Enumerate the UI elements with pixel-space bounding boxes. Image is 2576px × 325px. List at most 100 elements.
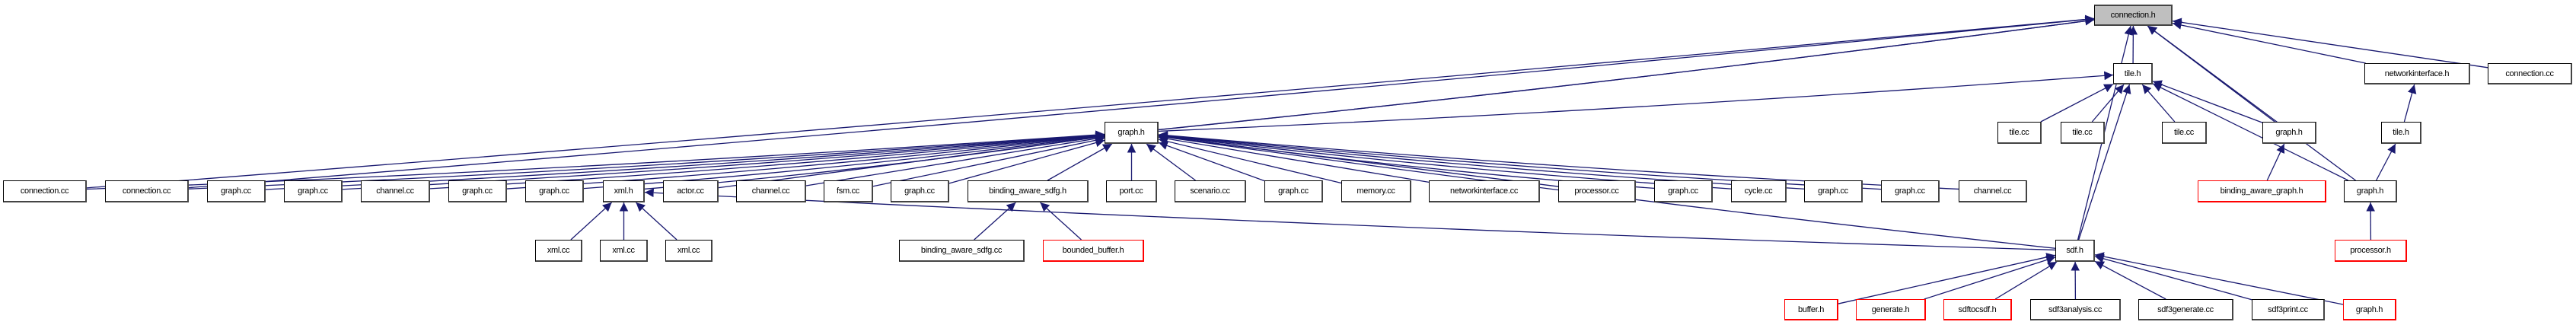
node-channel-cc1[interactable]: channel.cc bbox=[361, 180, 430, 202]
edge-sdf3print-cc-to-sdf-h bbox=[2094, 254, 2252, 301]
edge-graph-cc4-to-graph-h-main bbox=[583, 132, 1105, 190]
node-tile-h[interactable]: tile.h bbox=[2113, 63, 2153, 84]
node-label: bounded_buffer.h bbox=[1062, 246, 1124, 255]
node-graph-cc1[interactable]: graph.cc bbox=[207, 180, 266, 202]
edge-xml-cc3-to-xml-h bbox=[635, 202, 677, 241]
node-xml-h[interactable]: xml.h bbox=[603, 180, 645, 202]
node-root[interactable]: connection.h bbox=[2094, 5, 2173, 26]
node-tile-h2[interactable]: tile.h bbox=[2381, 122, 2421, 144]
node-scenario-cc[interactable]: scenario.cc bbox=[1175, 180, 1246, 202]
node-generate-h[interactable]: generate.h bbox=[1856, 299, 1926, 320]
node-label: sdf3generate.cc bbox=[2157, 304, 2214, 314]
node-memory-cc[interactable]: memory.cc bbox=[1341, 180, 1411, 202]
node-label: graph.cc bbox=[462, 186, 493, 196]
edge-tile-cc1-to-tile-h bbox=[2040, 83, 2114, 123]
node-label: xml.cc bbox=[677, 246, 700, 255]
node-bb-h[interactable]: bounded_buffer.h bbox=[1043, 240, 1144, 262]
node-conn-cc2[interactable]: connection.cc bbox=[105, 180, 189, 202]
node-graph-h-r4[interactable]: graph.h bbox=[2344, 180, 2397, 202]
node-graph-cc6[interactable]: graph.cc bbox=[1264, 180, 1323, 202]
edge-bb-h-to-bas-h bbox=[1040, 202, 1082, 241]
edge-graph-h-r4-to-tile-h bbox=[2152, 83, 2349, 181]
node-label: xml.cc bbox=[547, 246, 570, 255]
node-label: processor.h bbox=[2350, 246, 2391, 255]
node-sdftocsdf-h[interactable]: sdftocsdf.h bbox=[1943, 299, 2012, 320]
node-graph-cc9[interactable]: graph.cc bbox=[1881, 180, 1940, 202]
edge-graph-h-r3-to-tile-h bbox=[2152, 80, 2263, 123]
node-label: scenario.cc bbox=[1190, 186, 1230, 196]
edge-bag-h-to-graph-h-r3 bbox=[2266, 143, 2285, 181]
node-label: connection.cc bbox=[122, 186, 171, 196]
node-label: connection.h bbox=[2110, 11, 2156, 20]
node-label: port.cc bbox=[1119, 186, 1143, 196]
edge-sdf3generate-cc-to-sdf-h bbox=[2094, 260, 2166, 300]
edge-tile-cc3-to-tile-h bbox=[2141, 84, 2176, 123]
edge-channel-cc2-to-graph-h-main bbox=[805, 134, 1105, 186]
node-channel-cc2[interactable]: channel.cc bbox=[736, 180, 806, 202]
node-label: fsm.cc bbox=[837, 186, 859, 196]
node-port-cc[interactable]: port.cc bbox=[1106, 180, 1157, 202]
node-cycle-cc[interactable]: cycle.cc bbox=[1731, 180, 1787, 202]
node-graph-cc3[interactable]: graph.cc bbox=[448, 180, 507, 202]
edge-sdf-h-to-tile-h bbox=[2078, 84, 2131, 241]
node-tile-cc1[interactable]: tile.cc bbox=[1997, 122, 2042, 144]
edge-graph-cc5-to-graph-h-main bbox=[948, 138, 1105, 184]
node-label: tile.cc bbox=[2173, 128, 2195, 137]
node-ni-cc[interactable]: networkinterface.cc bbox=[1429, 180, 1540, 202]
node-bas-cc[interactable]: binding_aware_sdfg.cc bbox=[899, 240, 1025, 262]
node-xml-cc1[interactable]: xml.cc bbox=[535, 240, 582, 262]
edge-conn-cc-r-to-root bbox=[2172, 18, 2488, 69]
node-channel-cc3[interactable]: channel.cc bbox=[1959, 180, 2027, 202]
node-label: graph.h bbox=[2355, 304, 2383, 314]
node-buffer-h[interactable]: buffer.h bbox=[1784, 299, 1838, 320]
node-label: tile.h bbox=[2124, 69, 2141, 78]
node-graph-cc2[interactable]: graph.cc bbox=[284, 180, 343, 202]
node-label: binding_aware_sdfg.h bbox=[989, 186, 1066, 196]
node-label: sdftocsdf.h bbox=[1958, 304, 1997, 314]
node-ni-h[interactable]: networkinterface.h bbox=[2364, 63, 2470, 84]
node-bas-h[interactable]: binding_aware_sdfg.h bbox=[968, 180, 1089, 202]
node-label: sdf3print.cc bbox=[2268, 304, 2308, 314]
edge-buffer-h-to-sdf-h bbox=[1838, 253, 2056, 304]
node-processor-h[interactable]: processor.h bbox=[2335, 240, 2407, 262]
node-label: graph.cc bbox=[904, 186, 935, 196]
node-label: tile.h bbox=[2393, 128, 2409, 137]
node-graph-cc5[interactable]: graph.cc bbox=[891, 180, 949, 202]
node-label: channel.cc bbox=[376, 186, 414, 196]
node-fsm-cc[interactable]: fsm.cc bbox=[824, 180, 873, 202]
node-sdf3generate-cc[interactable]: sdf3generate.cc bbox=[2138, 299, 2233, 320]
edge-graph-h-main-to-tile-h bbox=[1158, 71, 2114, 132]
node-sdf3print-cc[interactable]: sdf3print.cc bbox=[2252, 299, 2325, 320]
edge-tile-cc2-to-tile-h bbox=[2091, 84, 2125, 123]
node-label: binding_aware_sdfg.cc bbox=[920, 246, 1003, 255]
node-sdf3analysis-cc[interactable]: sdf3analysis.cc bbox=[2030, 299, 2121, 320]
node-graph-h-r3[interactable]: graph.h bbox=[2262, 122, 2316, 144]
node-actor-cc[interactable]: actor.cc bbox=[663, 180, 719, 202]
node-graph-cc8[interactable]: graph.cc bbox=[1804, 180, 1863, 202]
edge-graph-cc6-to-graph-h-main bbox=[1158, 141, 1265, 182]
node-processor-cc[interactable]: processor.cc bbox=[1558, 180, 1636, 202]
node-bag-h[interactable]: binding_aware_graph.h bbox=[2198, 180, 2326, 202]
node-label: channel.cc bbox=[751, 186, 790, 196]
node-graph-cc4[interactable]: graph.cc bbox=[525, 180, 584, 202]
edge-ni-cc-to-graph-h-main bbox=[1158, 134, 1430, 183]
node-graph-h-red[interactable]: graph.h bbox=[2343, 299, 2396, 320]
edge-graph-h-main-to-root bbox=[1158, 16, 2095, 131]
node-graph-cc7[interactable]: graph.cc bbox=[1654, 180, 1713, 202]
node-xml-cc2[interactable]: xml.cc bbox=[600, 240, 648, 262]
node-label: tile.cc bbox=[2009, 128, 2029, 137]
edge-graph-cc3-to-graph-h-main bbox=[506, 132, 1105, 190]
edge-generate-h-to-sdf-h bbox=[1924, 255, 2056, 300]
node-tile-cc2[interactable]: tile.cc bbox=[2061, 122, 2105, 144]
node-label: connection.cc bbox=[20, 186, 69, 196]
node-label: channel.cc bbox=[1973, 186, 2012, 196]
edge-conn-cc2-to-root bbox=[188, 14, 2095, 189]
node-conn-cc-r[interactable]: connection.cc bbox=[2488, 63, 2572, 84]
node-graph-h-main[interactable]: graph.h bbox=[1105, 122, 1159, 144]
node-tile-cc3[interactable]: tile.cc bbox=[2162, 122, 2207, 144]
node-conn-cc1[interactable]: connection.cc bbox=[3, 180, 87, 202]
node-label: graph.h bbox=[2356, 186, 2384, 196]
node-sdf-h[interactable]: sdf.h bbox=[2055, 240, 2095, 262]
node-label: binding_aware_graph.h bbox=[2220, 186, 2303, 196]
node-xml-cc3[interactable]: xml.cc bbox=[665, 240, 713, 262]
